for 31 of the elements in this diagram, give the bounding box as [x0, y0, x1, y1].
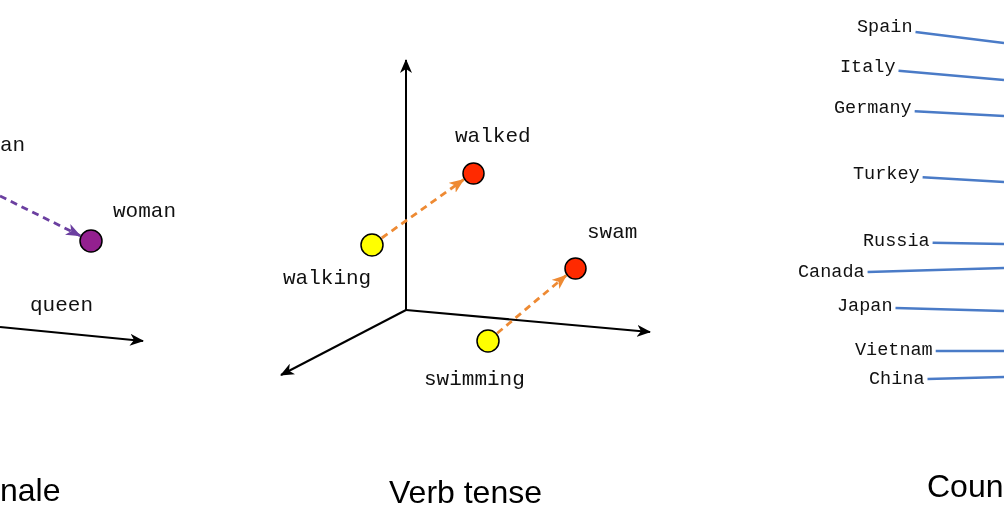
country-label: Japan	[837, 296, 893, 318]
word-label: woman	[113, 200, 176, 224]
leader-line	[932, 241, 1004, 246]
country-label: China	[869, 369, 925, 391]
leader-line	[895, 306, 1004, 313]
dashed-arrow	[496, 274, 568, 335]
country-label: Germany	[834, 98, 912, 120]
country-label: Italy	[840, 57, 896, 79]
leader-line	[922, 175, 1004, 184]
leader-line	[898, 69, 1004, 82]
country-label: Canada	[798, 262, 865, 284]
country-label: Spain	[857, 17, 913, 39]
country-label: Russia	[863, 231, 930, 253]
leader-line	[914, 109, 1004, 118]
word-label: walked	[455, 125, 531, 149]
word-label: an	[0, 134, 26, 158]
country-label: Vietnam	[855, 340, 933, 362]
leader-line	[935, 349, 1004, 353]
panel-caption: nale	[0, 472, 61, 508]
word-label: walking	[283, 267, 372, 291]
word-label: queen	[30, 294, 93, 318]
word-label: swam	[587, 221, 638, 245]
word-label: swimming	[424, 368, 525, 392]
dashed-arrow	[381, 178, 465, 240]
panel-caption: Verb tense	[389, 474, 542, 510]
leader-line	[927, 375, 1004, 381]
dashed-arrow	[0, 194, 82, 237]
leader-line	[915, 30, 1004, 45]
panel-caption: Coun	[927, 468, 1004, 504]
country-label: Turkey	[853, 164, 920, 186]
leader-line	[867, 266, 1004, 274]
